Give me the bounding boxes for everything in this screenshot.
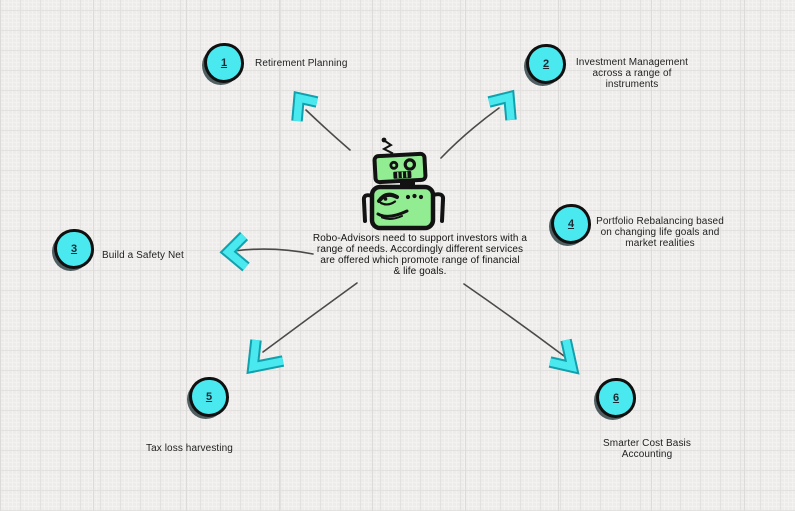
node-1-number: 1 (220, 56, 228, 69)
label-line: Smarter Cost Basis (603, 438, 691, 449)
node-2-badge: 2 (526, 44, 566, 84)
arrow-to-node-5 (246, 282, 358, 375)
node-5-label: Tax loss harvesting (146, 443, 233, 454)
center-description: Robo-Advisors need to support investors … (290, 233, 550, 277)
node-5-badge: 5 (189, 377, 229, 417)
node-4-number: 4 (567, 217, 575, 230)
node-2-number: 2 (542, 57, 550, 70)
label-line: on changing life goals and (600, 227, 720, 238)
arrow-to-node-3 (219, 231, 314, 272)
label-line: Tax loss harvesting (146, 443, 233, 454)
node-3-label: Build a Safety Net (102, 250, 184, 261)
label-line: Accounting (621, 449, 673, 460)
label-line: market realities (625, 238, 695, 249)
node-5-number: 5 (205, 390, 213, 403)
node-1-label: Retirement Planning (255, 58, 348, 69)
label-line: Portfolio Rebalancing based (596, 216, 724, 227)
node-4-badge: 4 (551, 204, 591, 244)
node-6-badge: 6 (596, 378, 636, 418)
arrow-to-node-1 (291, 90, 351, 151)
node-2-label: Investment Management across a range of … (566, 57, 698, 90)
node-3-number: 3 (70, 242, 78, 255)
node-3-badge: 3 (54, 229, 94, 269)
label-line: instruments (605, 79, 659, 90)
node-6-number: 6 (612, 391, 620, 404)
description-line: are offered which promote range of finan… (320, 255, 520, 266)
node-6-label: Smarter Cost Basis Accounting (591, 438, 703, 460)
label-line: across a range of (592, 68, 672, 79)
label-line: Build a Safety Net (102, 250, 184, 261)
node-1-badge: 1 (204, 43, 244, 83)
description-line: range of needs. Accordingly different se… (316, 244, 524, 255)
arrow-to-node-6 (463, 283, 580, 375)
description-line: & life goals. (393, 266, 447, 277)
description-line: Robo-Advisors need to support investors … (312, 233, 528, 244)
robot-icon (361, 137, 446, 231)
label-line: Investment Management (575, 57, 689, 68)
arrow-to-node-2 (440, 89, 517, 159)
node-4-label: Portfolio Rebalancing based on changing … (584, 216, 736, 249)
label-line: Retirement Planning (255, 58, 348, 69)
